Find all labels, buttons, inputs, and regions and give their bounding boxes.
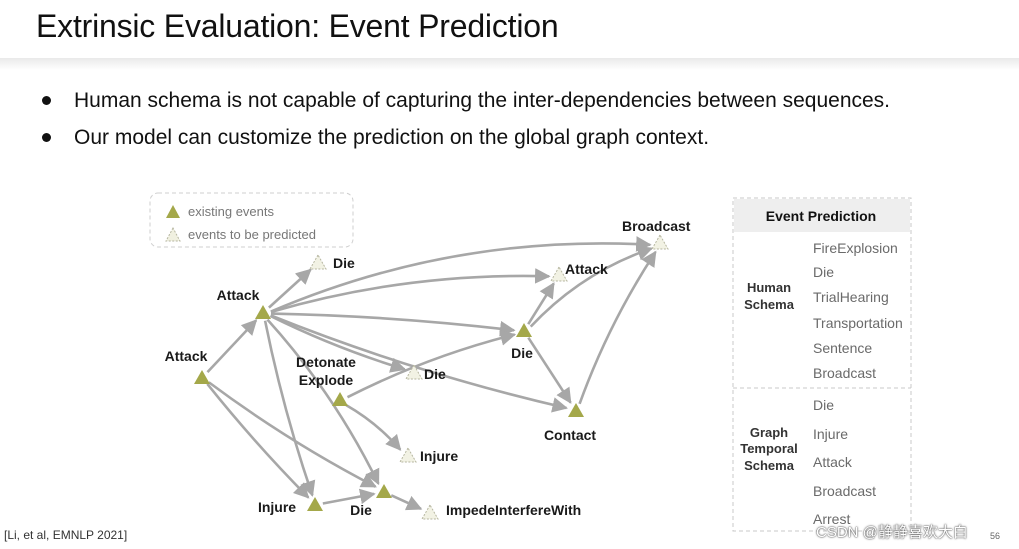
predicted-event-legend-icon (165, 226, 181, 242)
group-label-line: Graph (750, 425, 788, 440)
edge-attack1-to-attack2 (206, 319, 258, 374)
edge-attack1-to-injure_bot (206, 383, 310, 499)
page-number: 56 (990, 531, 1001, 541)
existing-event-icon (376, 484, 392, 498)
legend-box (149, 192, 354, 248)
edge-attack2-to-die_bot (266, 318, 380, 486)
bullet-dot-icon (42, 133, 51, 142)
graph-schema-item: Arrest (813, 511, 850, 527)
node-label-broadcast: Broadcast (622, 218, 691, 234)
prediction-table-header-bg (734, 199, 910, 232)
node-label-impede: ImpedeInterfereWith (446, 502, 581, 518)
edge-die_bot-to-impede (390, 494, 423, 511)
graph-schema-item: Die (813, 397, 834, 413)
human-schema-item: TrialHearing (813, 289, 889, 305)
existing-event-legend-icon (166, 205, 180, 218)
edge-detonate-to-die_mid (346, 330, 517, 399)
event-prediction-table: Event Prediction Human Schema FireExplos… (732, 197, 912, 532)
edge-die_mid-to-attack_top (527, 282, 555, 325)
edge-die_mid-to-broadcast (529, 245, 654, 328)
existing-event-icon (332, 392, 348, 406)
human-schema-item: Broadcast (813, 365, 876, 381)
human-schema-item: FireExplosion (813, 240, 898, 256)
node-label-attack_top: Attack (565, 261, 608, 277)
human-schema-item: Transportation (813, 315, 903, 331)
graph-edges (206, 236, 657, 511)
node-label-contact: Contact (544, 427, 596, 443)
graph-schema-item: Injure (813, 426, 848, 442)
prediction-table-header: Event Prediction (766, 208, 876, 224)
node-label-injure_bot: Injure (258, 499, 296, 515)
bullet-item: Human schema is not capable of capturing… (38, 86, 890, 123)
prediction-table-border (732, 197, 912, 532)
bullet-text: Human schema is not capable of capturing… (74, 89, 891, 112)
bullet-list: Human schema is not capable of capturing… (38, 86, 890, 160)
existing-event-icon (516, 323, 532, 337)
bullet-item: Our model can customize the prediction o… (38, 123, 890, 160)
title-divider (0, 58, 1019, 70)
node-label-detonate: Explode (299, 372, 354, 388)
node-label-die_mid: Die (511, 345, 533, 361)
node-label-attack2: Attack (217, 287, 260, 303)
node-label-attack1: Attack (165, 348, 208, 364)
existing-event-icon (307, 497, 323, 511)
graph-schema-item: Attack (813, 454, 853, 470)
existing-event-icon (255, 305, 271, 319)
edge-injure_bot-to-die_bot (322, 488, 376, 505)
legend-predicted-label: events to be predicted (188, 227, 316, 242)
existing-event-icon (568, 403, 584, 417)
edge-attack2-to-attack_top (270, 268, 551, 314)
group-label-line: Human (747, 280, 791, 295)
legend-existing-label: existing events (188, 204, 274, 219)
watermark: CSDN @静静喜欢大白 (816, 524, 968, 541)
group-label-line: Schema (744, 458, 795, 473)
citation: [Li, et al, EMNLP 2021] (4, 528, 128, 542)
node-label-detonate: Detonate (296, 354, 356, 370)
group-label-line: Schema (744, 297, 795, 312)
predicted-event-icon (421, 503, 439, 520)
edge-contact-to-broadcast (578, 250, 657, 405)
node-label-die_top: Die (333, 255, 355, 271)
node-label-die_bot: Die (350, 502, 372, 518)
graph-nodes: AttackAttackDetonateExplodeDieContactInj… (165, 218, 691, 520)
legend: existing events events to be predicted (149, 192, 354, 248)
node-label-die_center: Die (424, 366, 446, 382)
predicted-event-icon (309, 253, 327, 270)
node-label-injure_mid: Injure (420, 448, 458, 464)
predicted-event-icon (405, 363, 423, 380)
graph-schema-item: Broadcast (813, 483, 876, 499)
edge-attack2-to-die_top (268, 268, 312, 309)
edge-attack1-to-die_bot (208, 381, 377, 488)
slide-title: Extrinsic Evaluation: Event Prediction (36, 8, 559, 44)
predicted-event-icon (550, 265, 568, 282)
bullet-text: Our model can customize the prediction o… (74, 126, 710, 149)
group-label-line: Temporal (740, 441, 798, 456)
edge-attack2-to-injure_bot (263, 320, 316, 497)
edge-die_mid-to-contact (527, 336, 572, 404)
edge-attack2-to-die_mid (270, 312, 516, 337)
predicted-event-icon (399, 446, 417, 463)
edge-attack2-to-die_center (269, 314, 407, 373)
edge-detonate-to-injure_mid (345, 403, 402, 451)
predicted-event-icon (651, 233, 669, 250)
bullet-dot-icon (42, 96, 51, 105)
edge-attack2-to-broadcast (270, 236, 652, 313)
existing-event-icon (194, 370, 210, 384)
human-schema-item: Sentence (813, 340, 872, 356)
human-schema-item: Die (813, 264, 834, 280)
edge-attack2-to-contact (270, 314, 568, 413)
